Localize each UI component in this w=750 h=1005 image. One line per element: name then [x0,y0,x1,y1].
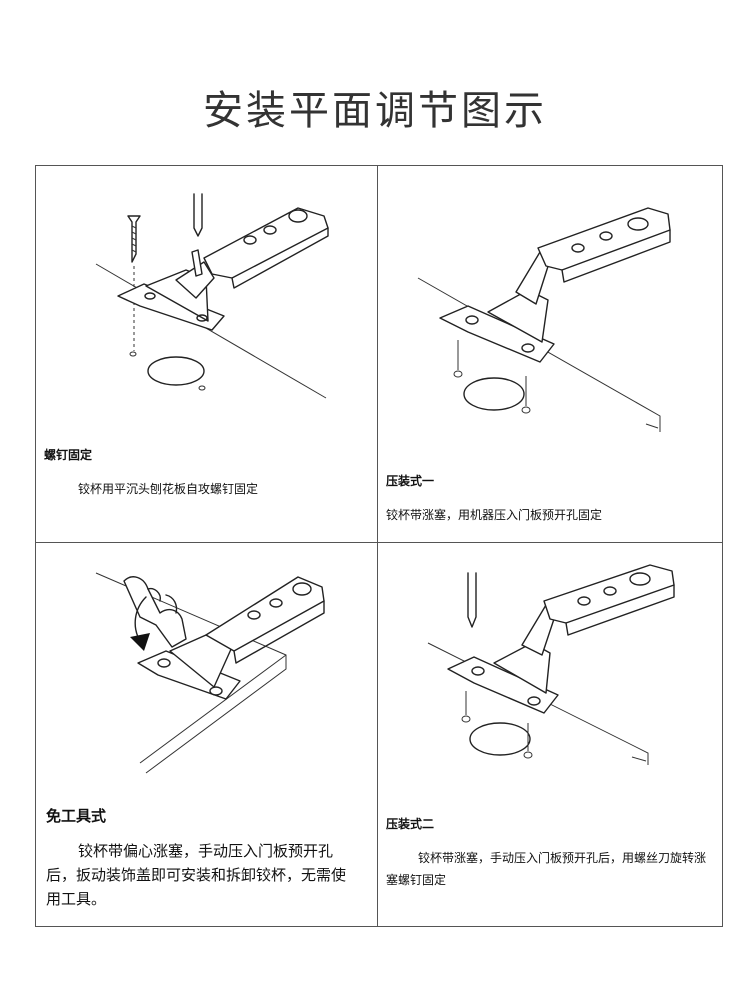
board-edge [95,572,287,774]
page-title: 安装平面调节图示 [203,88,547,134]
hinge-screwdriver-illustration [427,564,675,765]
panel-heading: 免工具式 [46,807,107,825]
panel-description: 铰杯带涨塞，用机器压入门板预开孔固定 [386,508,603,522]
hinge-tool-free-illustration [95,572,325,774]
panel-press-fit-one: 压装式一 铰杯带涨塞，用机器压入门板预开孔固定 [378,166,723,542]
instruction-grid: 螺钉固定 铰杯用平沉头刨花板自攻螺钉固定 [35,165,723,927]
rotate-arrow-icon [130,596,150,651]
screwdriver-icon [193,193,203,237]
panel-tool-free: 免工具式 铰杯带偏心涨塞，手动压入门板预开孔后，扳动装饰盖即可安装和拆卸铰杯，无… [36,543,377,927]
panel-press-fit-two: 压装式二 铰杯带涨塞，手动压入门板预开孔后，用螺丝刀旋转涨塞螺钉固定 [378,543,723,927]
hand-icon [123,576,187,648]
hinge-icon [439,207,671,363]
hinge-icon [137,576,325,700]
board-edge [95,263,327,399]
cup-hole [453,340,531,414]
hinge-icon [117,207,329,331]
panel-description: 铰杯带偏心涨塞，手动压入门板预开孔后，扳动装饰盖即可安装和拆卸铰杯，无需使用工具… [46,842,347,908]
panel-description: 铰杯带涨塞，手动压入门板预开孔后，用螺丝刀旋转涨塞螺钉固定 [386,851,707,887]
panel-screw-fixing: 螺钉固定 铰杯用平沉头刨花板自攻螺钉固定 [36,166,377,542]
hinge-icon [447,564,675,714]
hinge-screw-illustration [95,193,329,399]
cup-hole [129,351,206,391]
panel-heading: 螺钉固定 [44,448,93,462]
grid-divider-vertical [377,166,378,926]
panel-description: 铰杯用平沉头刨花板自攻螺钉固定 [78,482,259,496]
screwdriver-icon [467,572,477,628]
screw-icon [127,215,141,351]
grid-divider-horizontal [36,542,722,543]
panel-heading: 压装式二 [386,817,435,831]
panel-heading: 压装式一 [386,474,435,488]
cup-hole [461,691,533,759]
hinge-press-illustration [417,207,671,432]
